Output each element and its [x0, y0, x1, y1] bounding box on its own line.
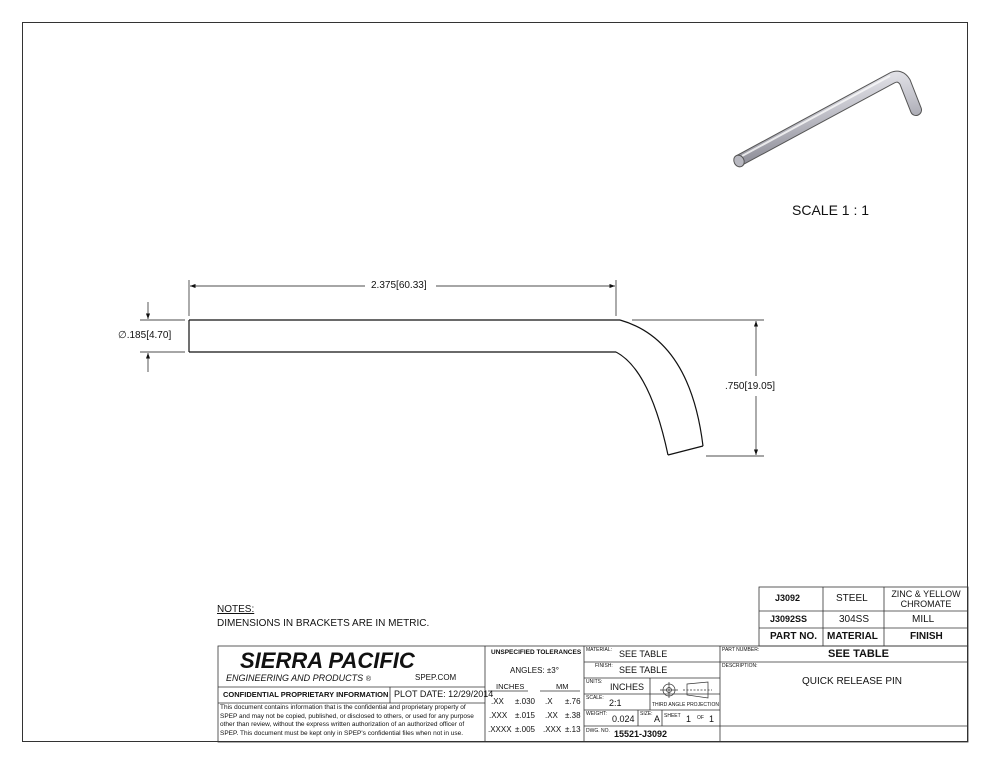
legal-text: This document contains information that …	[220, 704, 474, 737]
dimension-length-label: 2.375[60.33]	[371, 280, 427, 291]
tol-mm-key: .XXX	[543, 725, 562, 734]
material-cell: 304SS	[839, 614, 870, 625]
sheet-label: SHEET	[664, 713, 681, 719]
part-number-label: PART NUMBER:	[722, 647, 760, 653]
size-label: SIZE:	[640, 711, 653, 717]
dimension-diameter	[140, 302, 185, 372]
plot-date: PLOT DATE: 12/29/2014	[394, 689, 494, 699]
tolerance-col-mm: MM	[556, 682, 569, 691]
dimension-diameter-label: ∅.185[4.70]	[118, 330, 172, 341]
scale-label-tb: SCALE:	[586, 695, 604, 701]
material-cell: STEEL	[836, 593, 868, 604]
tolerances-heading: UNSPECIFIED TOLERANCES	[491, 649, 582, 656]
part-cell: J3092	[775, 593, 801, 603]
company-website: SPEP.COM	[415, 673, 457, 682]
tol-in-val: ±.005	[515, 725, 535, 734]
material-label: MATERIAL:	[586, 647, 613, 653]
projection-label: THIRD ANGLE PROJECTION	[652, 702, 719, 708]
tol-mm-val: ±.13	[565, 725, 581, 734]
tol-mm-key: .XX	[545, 711, 558, 720]
drawing-border	[22, 22, 968, 742]
sheet-value: 1	[686, 714, 692, 724]
confidential-heading: CONFIDENTIAL PROPRIETARY INFORMATION	[223, 690, 389, 699]
of-value: 1	[709, 714, 715, 724]
finish-label: FINISH:	[595, 663, 613, 669]
dimension-height-label: .750[19.05]	[725, 381, 776, 392]
title-block-grid	[217, 645, 969, 743]
description-label: DESCRIPTION:	[722, 663, 758, 669]
company-name: SIERRA PACIFIC	[240, 648, 415, 673]
angles-tolerance: ANGLES: ±3°	[510, 666, 559, 675]
units-label: UNITS:	[586, 679, 603, 685]
tol-mm-key: .X	[545, 697, 553, 706]
company-sub: ENGINEERING AND PRODUCTS ®	[226, 673, 371, 684]
notes-line: DIMENSIONS IN BRACKETS ARE IN METRIC.	[217, 618, 430, 629]
scale-value: 2:1	[609, 698, 622, 708]
finish-value: SEE TABLE	[619, 665, 668, 675]
isometric-view	[733, 70, 922, 168]
part-number-value: SEE TABLE	[828, 648, 889, 660]
dimension-height	[632, 319, 764, 457]
tol-in-key: .XXX	[489, 711, 508, 720]
of-label: OF	[697, 715, 704, 721]
size-value: A	[654, 714, 661, 724]
description-value: QUICK RELEASE PIN	[802, 676, 903, 687]
dwg-number: 15521-J3092	[614, 729, 668, 739]
tol-in-key: .XXXX	[488, 725, 512, 734]
front-view	[188, 319, 704, 456]
finish-cell: ZINC & YELLOW CHROMATE	[891, 589, 961, 609]
weight-label: WEIGHT:	[586, 711, 607, 717]
tol-mm-val: ±.38	[565, 711, 581, 720]
registered-icon: ®	[365, 676, 371, 683]
tol-in-val: ±.015	[515, 711, 535, 720]
notes-heading: NOTES:	[217, 604, 255, 615]
material-value: SEE TABLE	[619, 649, 668, 659]
dwg-label: DWG. NO.	[586, 728, 610, 734]
part-header: PART NO.	[770, 631, 818, 642]
units-value: INCHES	[610, 682, 645, 692]
third-angle-projection-icon	[660, 681, 712, 699]
scale-label: SCALE 1 : 1	[792, 202, 870, 218]
dimension-length	[188, 280, 617, 316]
finish-cell: MILL	[912, 614, 935, 625]
tol-mm-val: ±.76	[565, 697, 581, 706]
part-cell: J3092SS	[770, 614, 808, 624]
tol-in-key: .XX	[491, 697, 504, 706]
material-header: MATERIAL	[827, 631, 878, 642]
weight-value: 0.024	[612, 714, 635, 724]
finish-header: FINISH	[910, 631, 943, 642]
tol-in-val: ±.030	[515, 697, 535, 706]
tolerance-col-inches: INCHES	[496, 682, 525, 691]
